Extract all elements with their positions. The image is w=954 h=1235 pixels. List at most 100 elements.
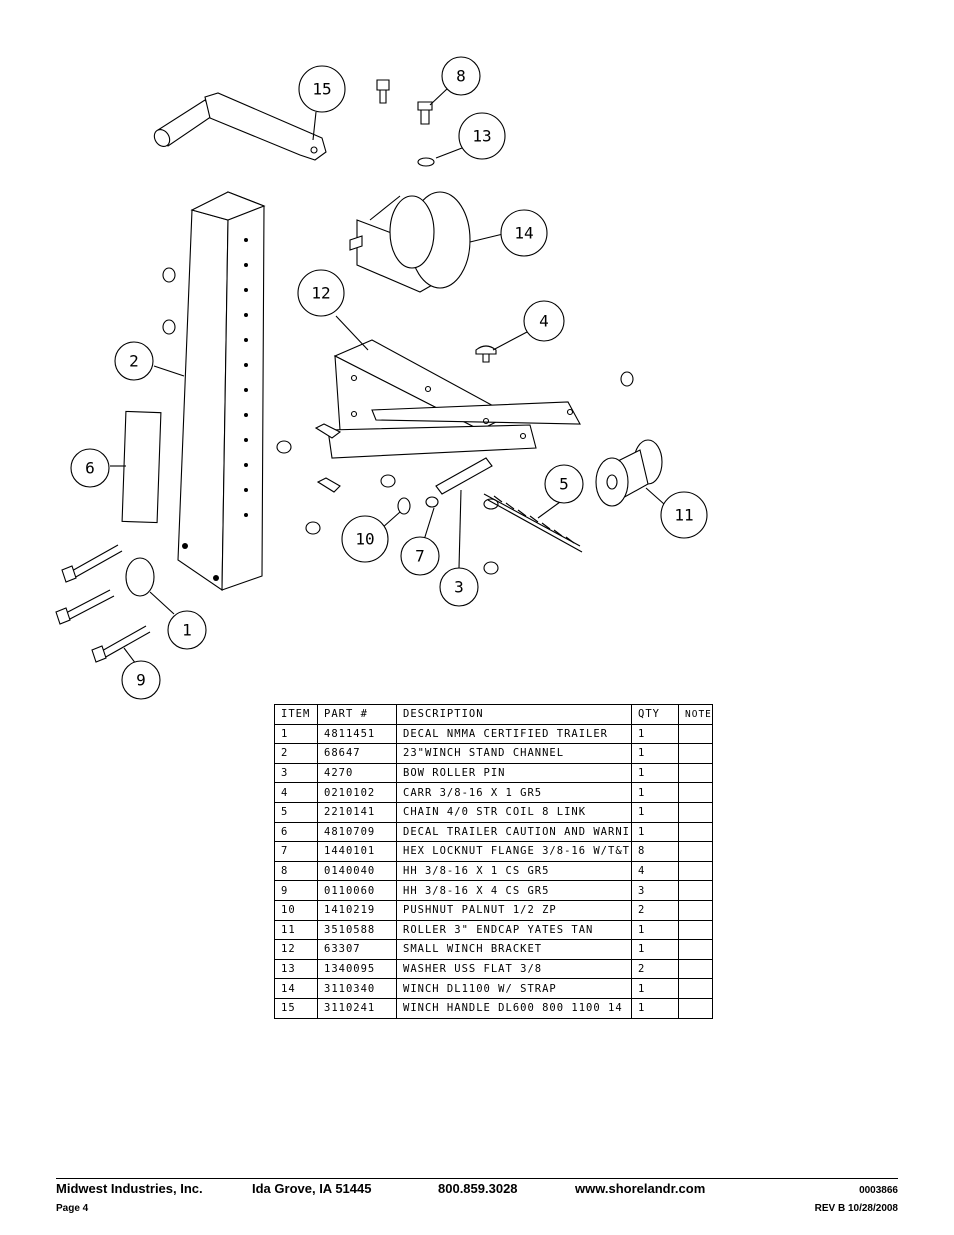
long-bolt-parts	[55, 544, 151, 663]
description-cell: CHAIN 4/0 STR COIL 8 LINK	[396, 801, 632, 823]
item-cell: 3	[274, 762, 318, 784]
qty-cell: 1	[631, 762, 679, 784]
note-cell	[678, 899, 713, 921]
winch-bracket-part	[327, 339, 581, 459]
chain-part	[483, 493, 583, 553]
exploded-parts-diagram: 15 8 13 14 12 4 2 6 5 11 10 7 3 1 9	[55, 56, 708, 700]
svg-text:7: 7	[415, 547, 425, 566]
svg-text:6: 6	[85, 459, 95, 478]
part-number-cell: 3510588	[317, 919, 397, 941]
description-cell: DECAL NMMA CERTIFIED TRAILER	[396, 723, 632, 745]
roller-part	[595, 439, 663, 507]
document-number: 0003866	[859, 1185, 898, 1196]
item-cell: 9	[274, 880, 318, 901]
qty-cell: 1	[631, 801, 679, 823]
item-cell: 10	[274, 899, 318, 921]
qty-cell: 1	[631, 978, 679, 999]
qty-cell: 8	[631, 841, 679, 862]
part-number-cell: 4270	[317, 762, 397, 784]
hex-bolt-lower-part	[316, 477, 341, 493]
description-cell: SMALL WINCH BRACKET	[396, 939, 632, 960]
note-cell	[678, 939, 713, 960]
qty-cell: 3	[631, 880, 679, 901]
description-cell: HH 3/8-16 X 1 CS GR5	[396, 860, 632, 882]
header-description: DESCRIPTION	[396, 704, 632, 725]
svg-text:3: 3	[454, 578, 464, 597]
callout-12: 12	[297, 269, 345, 317]
svg-text:11: 11	[674, 506, 693, 525]
flange-locknut-part	[425, 496, 439, 508]
part-number-cell: 3110241	[317, 997, 397, 1019]
note-cell	[678, 743, 713, 764]
note-cell	[678, 723, 713, 745]
winch-stand-channel-part	[177, 191, 266, 592]
item-cell: 4	[274, 782, 318, 803]
part-number-cell: 1340095	[317, 958, 397, 980]
note-cell	[678, 919, 713, 941]
part-number-cell: 3110340	[317, 978, 397, 999]
part-number-cell: 2210141	[317, 801, 397, 823]
callout-15: 15	[298, 65, 346, 113]
item-cell: 8	[274, 860, 318, 882]
svg-text:12: 12	[311, 284, 330, 303]
description-cell: HH 3/8-16 X 4 CS GR5	[396, 880, 632, 901]
item-cell: 1	[274, 723, 318, 745]
qty-cell: 4	[631, 860, 679, 882]
svg-text:13: 13	[472, 127, 491, 146]
note-cell	[678, 801, 713, 823]
part-number-cell: 1440101	[317, 841, 397, 862]
callout-1: 1	[167, 610, 207, 650]
hex-bolt-part	[417, 101, 433, 125]
note-cell	[678, 978, 713, 999]
note-cell	[678, 880, 713, 901]
callout-3: 3	[439, 567, 479, 607]
note-cell	[678, 860, 713, 882]
part-number-cell: 0210102	[317, 782, 397, 803]
svg-text:9: 9	[136, 671, 146, 690]
callout-4: 4	[523, 300, 565, 342]
note-cell	[678, 997, 713, 1019]
part-number-cell: 0140040	[317, 860, 397, 882]
item-cell: 14	[274, 978, 318, 999]
carriage-bolt-part	[475, 345, 497, 363]
svg-text:5: 5	[559, 475, 569, 494]
part-number-cell: 0110060	[317, 880, 397, 901]
callout-2: 2	[114, 341, 154, 381]
note-cell	[678, 762, 713, 784]
locknut-parts	[162, 267, 634, 575]
callout-14: 14	[500, 209, 548, 257]
description-cell: DECAL TRAILER CAUTION AND WARNI	[396, 821, 632, 843]
description-cell: 23"WINCH STAND CHANNEL	[396, 743, 632, 764]
footer-divider	[56, 1178, 898, 1179]
header-item: ITEM	[274, 704, 318, 725]
svg-text:2: 2	[129, 352, 139, 371]
note-cell	[678, 958, 713, 980]
item-cell: 13	[274, 958, 318, 980]
table-header-row: ITEM PART # DESCRIPTION QTY NOTE	[274, 704, 713, 725]
item-cell: 11	[274, 919, 318, 941]
svg-text:14: 14	[514, 224, 533, 243]
qty-cell: 1	[631, 723, 679, 745]
svg-text:10: 10	[355, 530, 374, 549]
bow-roller-pin-part	[435, 457, 493, 495]
nmma-decal-part	[125, 557, 155, 597]
note-cell	[678, 821, 713, 843]
callout-8: 8	[441, 56, 481, 96]
header-qty: QTY	[631, 704, 679, 725]
description-cell: CARR 3/8-16 X 1 GR5	[396, 782, 632, 803]
description-cell: WINCH DL1100 W/ STRAP	[396, 978, 632, 999]
note-cell	[678, 841, 713, 862]
note-cell	[678, 782, 713, 803]
callout-13: 13	[458, 112, 506, 160]
callout-9: 9	[121, 660, 161, 700]
